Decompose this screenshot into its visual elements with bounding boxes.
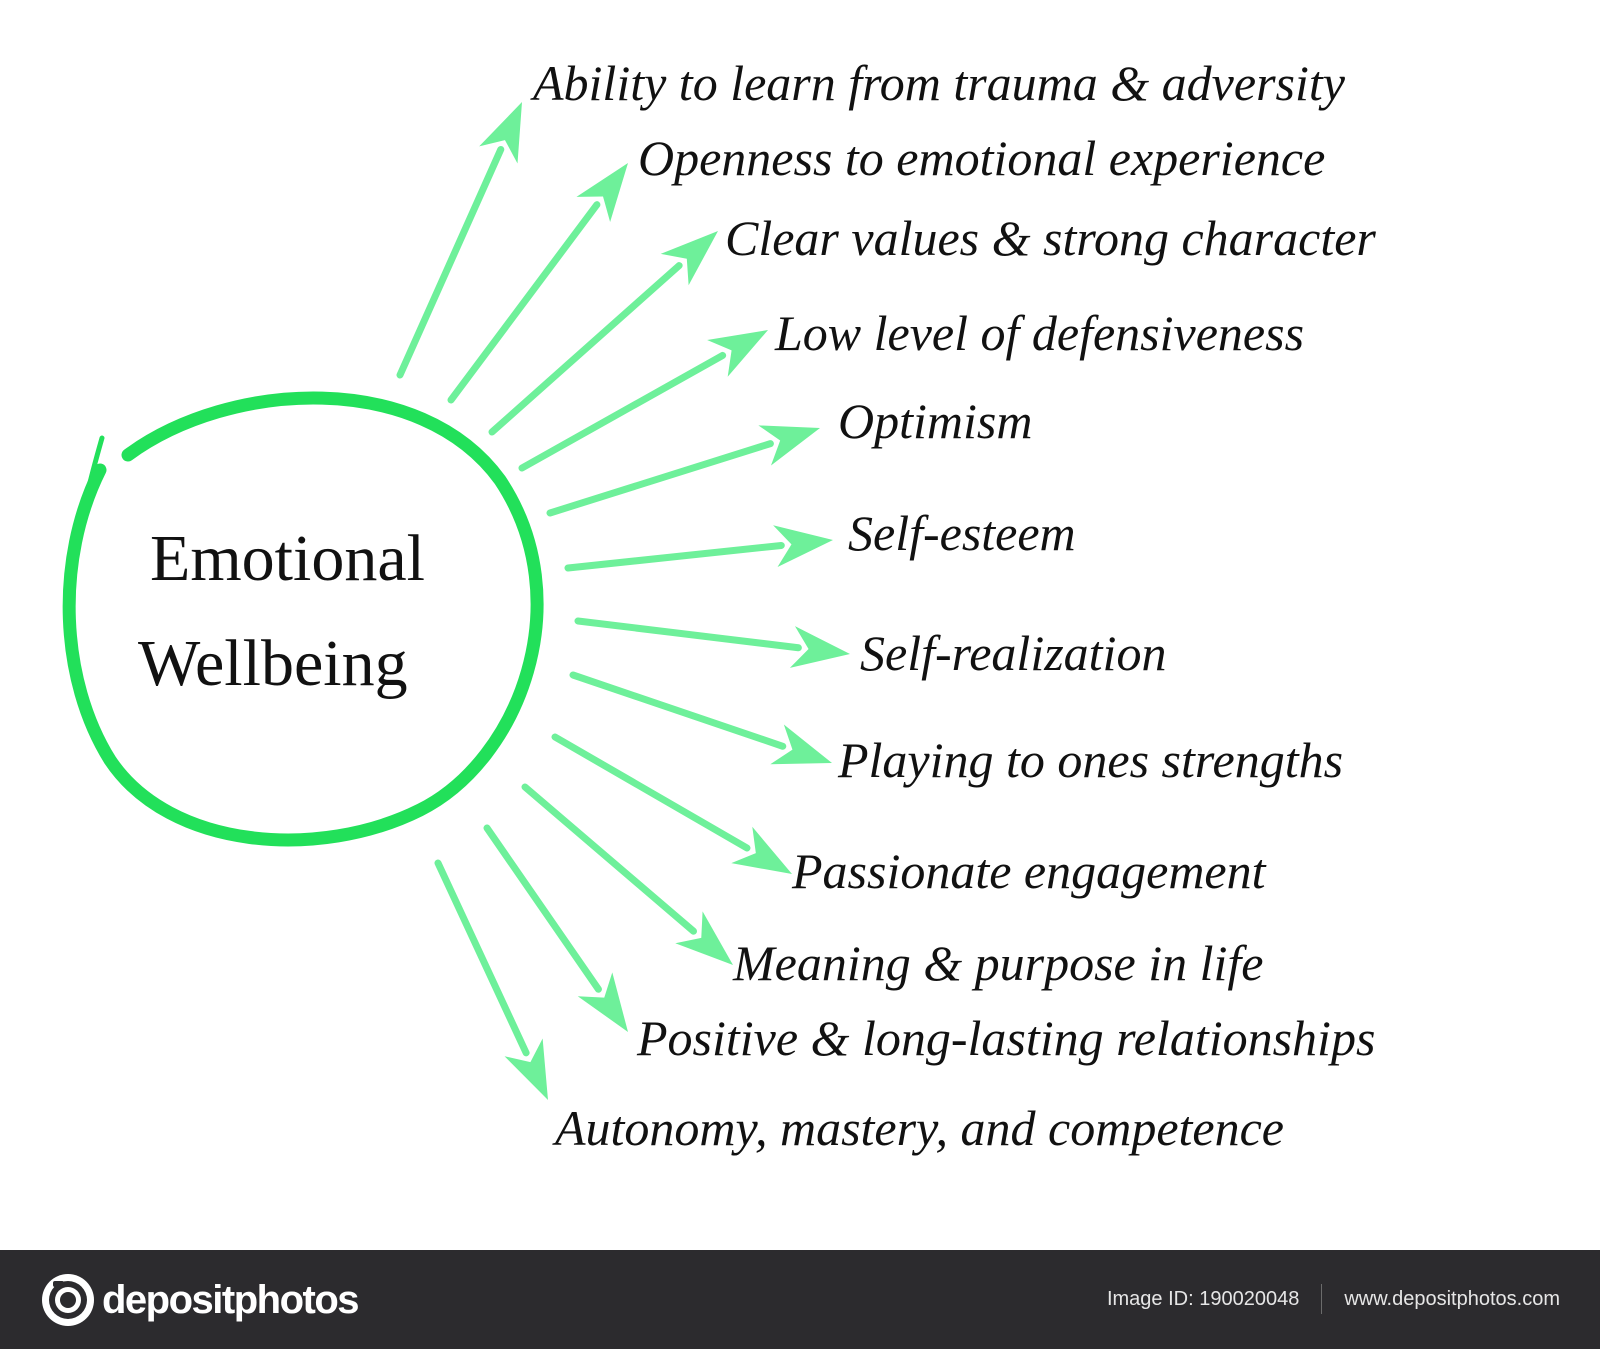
item-label-10: Meaning & purpose in life xyxy=(732,935,1264,991)
arrow-shaft-9 xyxy=(551,733,751,852)
item-label-6: Self-esteem xyxy=(848,505,1076,561)
arrow-shaft-8 xyxy=(569,671,787,750)
item-label-7: Self-realization xyxy=(860,625,1166,681)
arrow-head-8 xyxy=(770,724,832,765)
arrow-head-1 xyxy=(479,102,522,164)
arrow-head-12 xyxy=(504,1038,548,1100)
arrows-group xyxy=(396,102,850,1100)
arrow-shaft-11 xyxy=(483,824,602,993)
arrow-shaft-12 xyxy=(434,859,530,1057)
arrow-head-2 xyxy=(576,163,628,223)
item-label-8: Playing to ones strengths xyxy=(837,732,1343,788)
arrow-shaft-6 xyxy=(564,541,785,572)
arrow-head-5 xyxy=(758,425,820,466)
arrow-shaft-3 xyxy=(488,262,683,436)
arrow-head-10 xyxy=(675,911,733,965)
arrow-shaft-1 xyxy=(396,145,505,379)
item-label-11: Positive & long-lasting relationships xyxy=(636,1010,1375,1066)
arrow-shaft-10 xyxy=(521,783,697,935)
arrow-head-7 xyxy=(789,626,850,668)
emotional-wellbeing-diagram: Emotional Wellbeing Ability to learn fro… xyxy=(62,55,1377,1156)
labels-group: Ability to learn from trauma & adversity… xyxy=(530,55,1376,1156)
footer-divider xyxy=(1321,1284,1323,1314)
arrow-head-9 xyxy=(731,826,792,874)
brand-logo[interactable]: depositphotos xyxy=(40,1272,360,1328)
arrow-shaft-5 xyxy=(546,440,774,517)
item-label-4: Low level of defensiveness xyxy=(774,305,1304,361)
footer-bar: depositphotos Image ID: 190020048 www.de… xyxy=(0,1250,1600,1349)
arrow-head-6 xyxy=(773,525,833,567)
item-label-3: Clear values & strong character xyxy=(725,210,1376,266)
arrow-shaft-2 xyxy=(447,201,601,404)
center-circle xyxy=(62,391,544,847)
center-title-line2: Wellbeing xyxy=(138,627,408,700)
brand-name: depositphotos xyxy=(102,1277,360,1322)
arrow-head-4 xyxy=(707,330,768,377)
arrow-shaft-7 xyxy=(574,617,802,652)
item-label-9: Passionate engagement xyxy=(791,843,1267,899)
item-label-12: Autonomy, mastery, and competence xyxy=(552,1100,1284,1156)
center-title-line1: Emotional xyxy=(150,522,425,595)
item-label-1: Ability to learn from trauma & adversity xyxy=(530,55,1346,111)
arrow-head-3 xyxy=(660,231,718,286)
arrow-head-11 xyxy=(577,972,628,1032)
camera-icon xyxy=(42,1274,94,1326)
footer-meta: Image ID: 190020048 www.depositphotos.co… xyxy=(1107,1284,1560,1314)
image-id: Image ID: 190020048 xyxy=(1106,1287,1300,1310)
website-link[interactable]: www.depositphotos.com xyxy=(1344,1287,1560,1310)
item-label-2: Openness to emotional experience xyxy=(638,130,1325,186)
item-label-5: Optimism xyxy=(838,393,1032,449)
arrow-shaft-4 xyxy=(518,351,727,472)
